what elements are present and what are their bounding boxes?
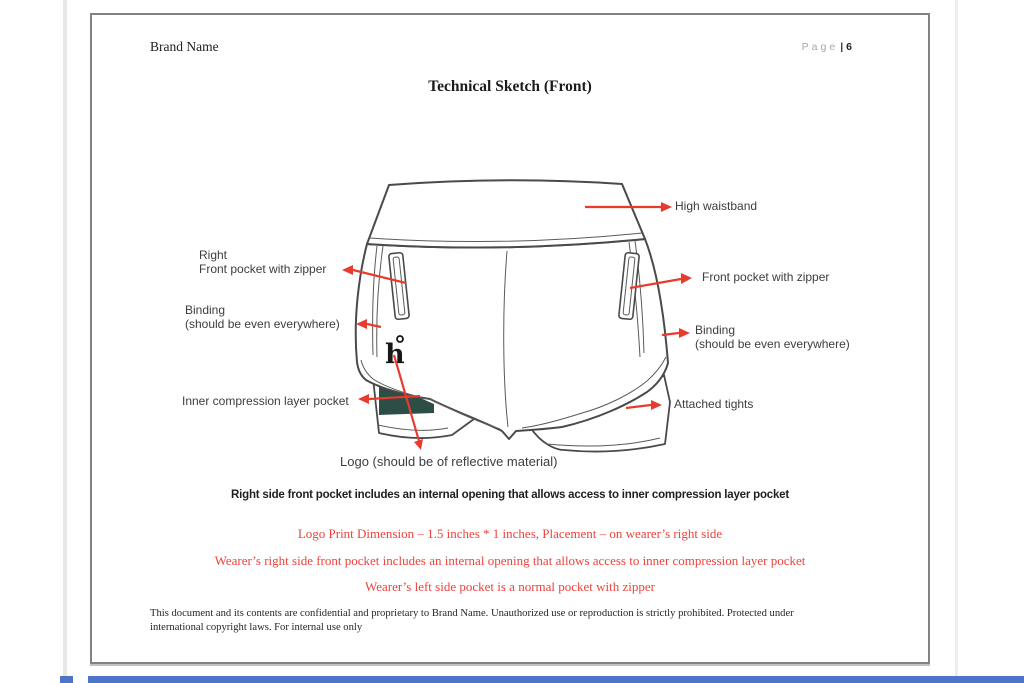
document-page: Brand Name Page|6 Technical Sketch (Fron…: [90, 13, 930, 664]
label-right-front-pocket: Right Front pocket with zipper: [199, 248, 327, 276]
label-logo: Logo (should be of reflective material): [340, 454, 558, 469]
note-left-pocket: Wearer’s left side pocket is a normal po…: [364, 579, 656, 594]
logo-mark: h: [385, 339, 405, 370]
left-pocket-zipper: [388, 251, 410, 321]
confidentiality-footer: This document and its contents are confi…: [150, 607, 850, 635]
note-pocket-access: Right side front pocket includes an inte…: [231, 489, 789, 501]
arrow-high-waistband: [585, 202, 672, 212]
page-number-separator: |: [840, 41, 844, 53]
label-inner-compression: Inner compression layer pocket: [182, 394, 349, 408]
center-front-seam: [503, 250, 509, 428]
arrow-right-front-pocket: [342, 265, 407, 285]
arrow-attached-tights: [625, 400, 662, 410]
label-binding-left: Binding (should be even everywhere): [185, 303, 340, 331]
right-tight-hem-line: [546, 437, 661, 447]
bottom-blue-chip: [60, 676, 73, 683]
label-binding-right: Binding (should be even everywhere): [695, 323, 850, 351]
label-attached-tights: Attached tights: [674, 397, 754, 411]
technical-sketch-svg: h: [342, 179, 692, 453]
left-hem-binding: [360, 359, 501, 430]
note-right-pocket: Wearer’s right side front pocket include…: [214, 553, 806, 568]
arrow-binding-left: [356, 319, 382, 329]
viewer-left-edge: [63, 0, 67, 683]
brand-name: Brand Name: [150, 39, 219, 54]
footer-line-1: This document and its contents are confi…: [150, 608, 794, 619]
page-number: Page|6: [802, 41, 852, 53]
waistband-inner-line: [369, 232, 643, 243]
label-high-waistband: High waistband: [675, 199, 758, 213]
page-title: Technical Sketch (Front): [428, 78, 592, 95]
note-logo-dimension: Logo Print Dimension – 1.5 inches * 1 in…: [297, 526, 723, 541]
left-panel-seam-1: [372, 245, 378, 356]
page-number-value: 6: [846, 41, 852, 53]
bottom-blue-bar: [88, 676, 1024, 683]
waistband: [366, 179, 646, 249]
arrow-logo: [392, 354, 423, 450]
label-front-pocket: Front pocket with zipper: [702, 270, 830, 284]
arrow-front-pocket: [629, 273, 692, 290]
right-panel-seam-1: [634, 240, 645, 354]
viewer-right-edge: [955, 0, 958, 683]
arrow-inner-compression: [358, 394, 421, 404]
page-number-label: Page: [801, 41, 839, 53]
right-hem-binding: [521, 356, 667, 429]
arrow-binding-right: [661, 328, 690, 338]
footer-line-2: international copyright laws. For intern…: [150, 622, 363, 633]
logo-ring-icon: [396, 335, 404, 343]
left-panel-seam-2: [376, 245, 384, 358]
